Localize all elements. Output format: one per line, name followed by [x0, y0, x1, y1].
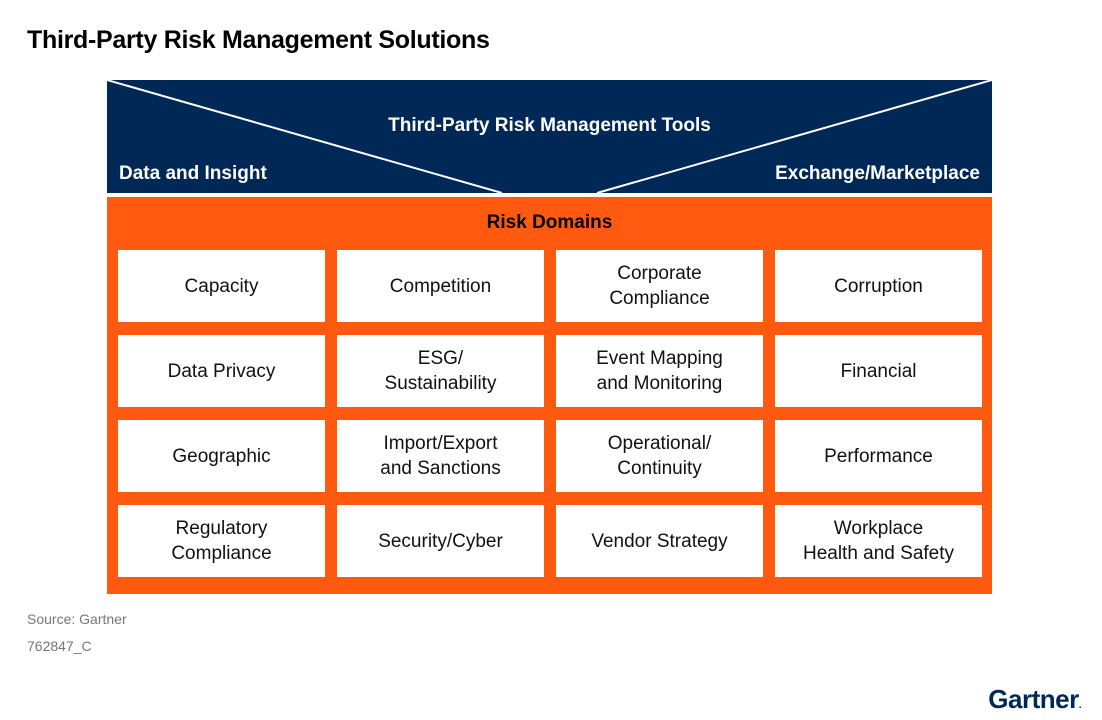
domain-cell: Data Privacy: [118, 335, 325, 407]
domain-cell: ESG/ Sustainability: [337, 335, 544, 407]
domain-cell: Event Mapping and Monitoring: [556, 335, 763, 407]
domain-cell: Vendor Strategy: [556, 505, 763, 577]
domain-cell: Operational/ Continuity: [556, 420, 763, 492]
logo-dot: .: [1078, 700, 1082, 711]
domain-cell: Competition: [337, 250, 544, 322]
risk-domains-grid: Capacity Competition Corporate Complianc…: [118, 250, 982, 577]
domain-cell: Regulatory Compliance: [118, 505, 325, 577]
domain-cell: Workplace Health and Safety: [775, 505, 982, 577]
risk-domains-title: Risk Domains: [486, 212, 613, 233]
gartner-logo: Gartner.: [988, 684, 1081, 715]
source-note: Source: Gartner: [27, 611, 127, 627]
domain-cell: Security/Cyber: [337, 505, 544, 577]
domain-cell: Corporate Compliance: [556, 250, 763, 322]
tools-panel: Third-Party Risk Management Tools Data a…: [107, 80, 992, 193]
domain-cell: Import/Export and Sanctions: [337, 420, 544, 492]
tools-title: Third-Party Risk Management Tools: [388, 115, 711, 136]
risk-domains-panel: Risk Domains Capacity Competition Corpor…: [107, 197, 992, 594]
diagram-title: Third-Party Risk Management Solutions: [27, 26, 490, 54]
domain-cell: Capacity: [118, 250, 325, 322]
domain-cell: Performance: [775, 420, 982, 492]
domain-cell: Financial: [775, 335, 982, 407]
logo-text: Gartner: [988, 684, 1079, 714]
exchange-marketplace-label: Exchange/Marketplace: [775, 163, 980, 184]
domain-cell: Geographic: [118, 420, 325, 492]
document-id: 762847_C: [27, 638, 92, 654]
domain-cell: Corruption: [775, 250, 982, 322]
diagonal-lines: [107, 80, 992, 193]
data-and-insight-label: Data and Insight: [119, 163, 267, 184]
